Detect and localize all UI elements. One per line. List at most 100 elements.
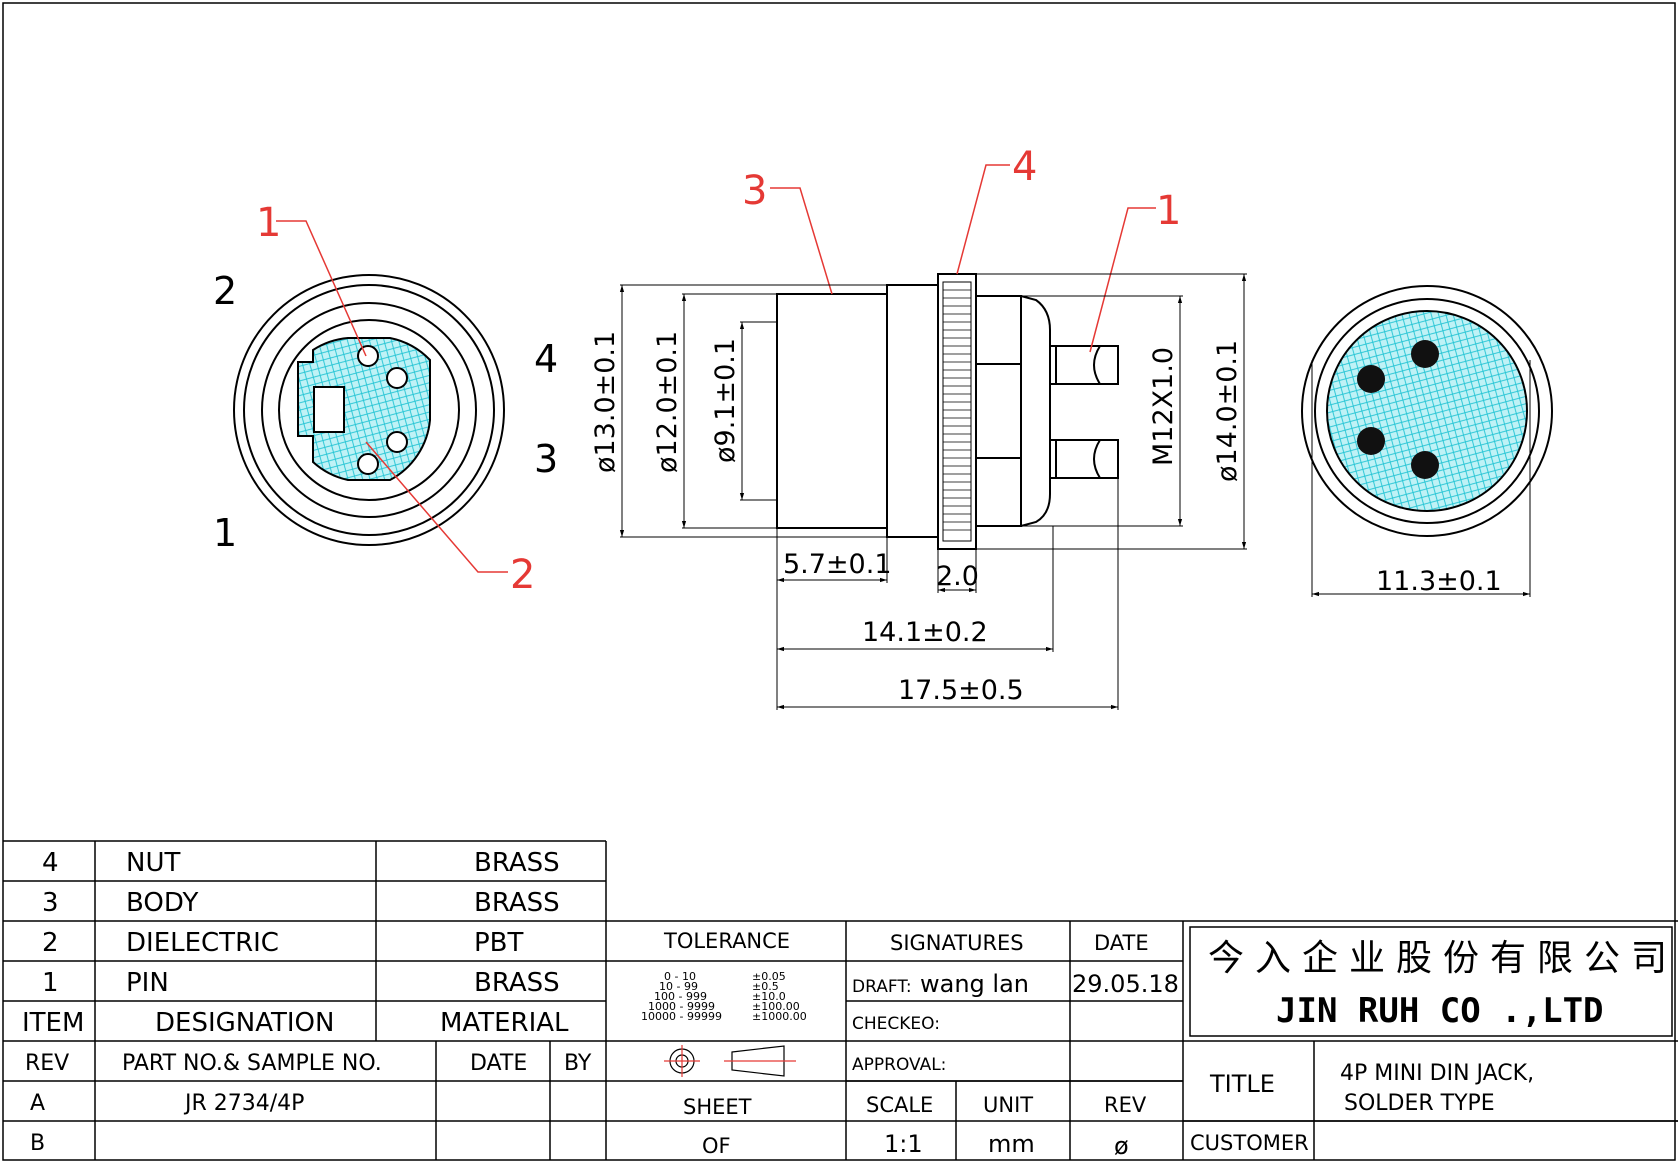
solder-pin (1411, 451, 1439, 479)
side-view (776, 273, 1119, 550)
title-block (3, 840, 1678, 1160)
rev-label: REV (1104, 1093, 1147, 1117)
callout-body: 3 (742, 168, 767, 214)
rev-header: REV (25, 1051, 69, 1076)
tolerance-range: 100 - 999 (654, 990, 707, 1003)
bom-material: BRASS (474, 888, 560, 918)
rev-value: B (30, 1131, 45, 1156)
bom-item: 1 (42, 968, 59, 998)
draft-name: wang lan (920, 970, 1029, 998)
dim-dia-13: ø13.0±0.1 (590, 331, 621, 473)
rear-view: 11.3±0.1 (1301, 285, 1553, 597)
checked-label: CHECKEO: (852, 1014, 940, 1034)
customer-label: CUSTOMER (1190, 1131, 1309, 1155)
bom-item: 4 (42, 848, 59, 878)
title-label: TITLE (1209, 1070, 1275, 1098)
key-slot (313, 386, 345, 433)
tolerance-value: ±10.0 (752, 990, 786, 1003)
signatures-title: SIGNATURES (890, 931, 1024, 955)
tolerance-title: TOLERANCE (663, 929, 790, 953)
pin-number-label: 4 (534, 337, 558, 381)
bom-designation: PIN (126, 968, 169, 998)
tolerance-value: ±100.00 (752, 1000, 800, 1013)
tolerance-value: ±0.5 (752, 980, 779, 993)
rev-value: A (30, 1091, 45, 1116)
knurling (943, 289, 971, 531)
approval-label: APPROVAL: (852, 1055, 946, 1075)
callout-nut: 4 (1012, 144, 1037, 190)
callout-dielectric: 2 (510, 552, 535, 598)
side-view-dimensions (619, 273, 1247, 710)
pin-number-label: 3 (534, 437, 558, 481)
title-line-1: 4P MINI DIN JACK, (1340, 1061, 1534, 1086)
side-view-callouts: 3 4 1 (742, 144, 1181, 353)
bom-designation: NUT (126, 848, 180, 878)
pin-hole (357, 345, 379, 367)
tolerance-value: ±1000.00 (752, 1010, 807, 1023)
tolerance-value: ±0.05 (752, 970, 786, 983)
callout-pin: 1 (1156, 188, 1181, 234)
sheet-label: SHEET (683, 1095, 752, 1119)
bom-table: 4 NUT BRASS 3 BODY BRASS 2 DIELECTRIC PB… (22, 848, 569, 1038)
bom-header-designation: DESIGNATION (155, 1008, 334, 1038)
bom-material: BRASS (474, 968, 560, 998)
pin-hole (386, 431, 408, 453)
pin-hole (386, 367, 408, 389)
unit-value: mm (988, 1130, 1035, 1158)
dim-dia-9: ø9.1±0.1 (710, 338, 741, 463)
callout-pin: 1 (256, 200, 281, 246)
date-header: DATE (470, 1051, 527, 1076)
tolerance-range: 10 - 99 (659, 980, 698, 993)
part-header: PART NO.& SAMPLE NO. (122, 1051, 382, 1076)
date-title: DATE (1094, 931, 1149, 955)
bom-header-item: ITEM (22, 1008, 84, 1038)
by-header: BY (564, 1051, 592, 1076)
tolerance-range: 10000 - 99999 (641, 1010, 722, 1023)
unit-label: UNIT (983, 1093, 1033, 1117)
side-view-dimension-texts: ø13.0±0.1 ø12.0±0.1 ø9.1±0.1 M12X1.0 ø14… (590, 331, 1243, 706)
scale-label: SCALE (866, 1093, 933, 1117)
tolerance-range: 1000 - 9999 (648, 1000, 715, 1013)
dim-rear-11-3: 11.3±0.1 (1376, 566, 1502, 597)
pin-number-label: 2 (213, 269, 237, 313)
front-view: 2 4 3 1 1 2 (213, 200, 558, 598)
rev-table: REV PART NO.& SAMPLE NO. DATE BY A JR 27… (25, 1051, 592, 1156)
tolerance-range: 0 - 10 (664, 970, 696, 983)
signatures-block: SIGNATURES DATE DRAFT: wang lan 29.05.18… (852, 931, 1179, 1160)
solder-pin (1357, 427, 1385, 455)
company-name-en: JIN RUH CO .,LTD (1276, 991, 1604, 1031)
bom-designation: BODY (126, 888, 198, 918)
draft-label: DRAFT: (852, 977, 912, 997)
dim-thread: M12X1.0 (1148, 347, 1179, 466)
solder-pin (1411, 340, 1439, 368)
dim-dia-12: ø12.0±0.1 (652, 331, 683, 473)
bom-header-material: MATERIAL (440, 1008, 569, 1038)
dim-len-5-7: 5.7±0.1 (783, 549, 892, 580)
part-value: JR 2734/4P (183, 1091, 304, 1116)
solder-pin (1357, 365, 1385, 393)
tolerance-block: TOLERANCE 0 - 10 10 - 99 100 - 999 1000 … (641, 929, 807, 1158)
dim-len-17-5: 17.5±0.5 (898, 675, 1024, 706)
scale-value: 1:1 (884, 1130, 923, 1158)
of-label: OF (702, 1134, 731, 1158)
bom-material: PBT (474, 928, 524, 958)
dim-len-14-1: 14.1±0.2 (862, 617, 988, 648)
title-line-2: SOLDER TYPE (1344, 1091, 1495, 1116)
pin-number-label: 1 (213, 511, 237, 555)
pin-hole (357, 453, 379, 475)
projection-symbol-icon (664, 1045, 796, 1077)
dim-dia-14: ø14.0±0.1 (1212, 340, 1243, 482)
dielectric-face (1326, 310, 1528, 512)
title-info: TITLE 4P MINI DIN JACK, SOLDER TYPE CUST… (1190, 1061, 1534, 1155)
company-name-cn: 今入企业股份有限公司 (1208, 938, 1678, 979)
company-block: 今入企业股份有限公司 JIN RUH CO .,LTD (1208, 938, 1678, 1031)
dim-len-2: 2.0 (936, 561, 979, 592)
bom-item: 3 (42, 888, 59, 918)
bom-item: 2 (42, 928, 59, 958)
draft-date: 29.05.18 (1072, 970, 1179, 998)
bom-material: BRASS (474, 848, 560, 878)
bom-designation: DIELECTRIC (126, 928, 279, 958)
rev-revision-value: ø (1114, 1132, 1129, 1160)
